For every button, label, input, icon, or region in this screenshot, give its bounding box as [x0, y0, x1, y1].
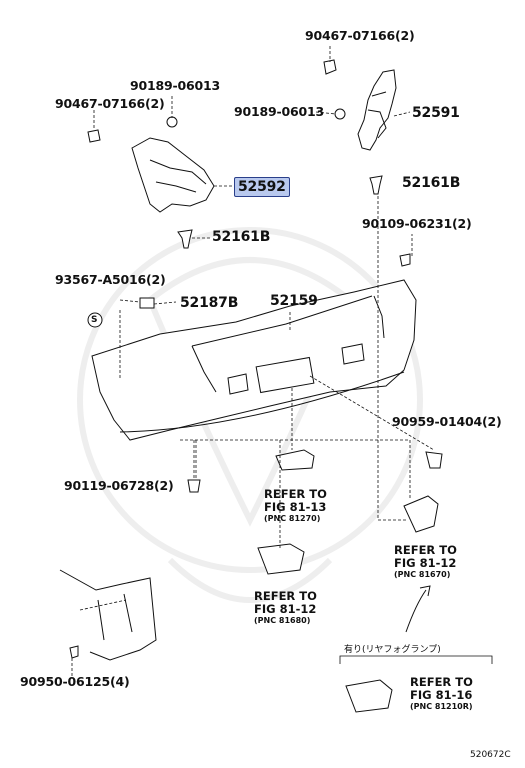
screw-90189-right[interactable] [334, 108, 346, 120]
label-52592[interactable]: 52592 [234, 177, 290, 197]
label-clip-90950[interactable]: 90950-06125(4) [20, 674, 130, 689]
leader-lines [71, 46, 435, 676]
clip-90467-top[interactable] [323, 59, 337, 75]
screw-90109[interactable] [399, 253, 411, 267]
refer-pnc: (PNC 81670) [394, 570, 451, 579]
fog-lamp-note: 有り(リヤフォグランプ) [344, 645, 441, 655]
refer-line2: FIG 81-13 [264, 500, 327, 514]
label-52187b[interactable]: 52187B [180, 295, 239, 311]
rear-bumper-cover[interactable] [91, 279, 417, 441]
fastener-52161b-right[interactable] [369, 175, 383, 195]
refer-line1: REFER TO [394, 543, 457, 557]
refer-line1: REFER TO [254, 589, 317, 603]
screw-90119[interactable] [187, 479, 201, 493]
refer-pnc: (PNC 81680) [254, 616, 311, 625]
label-52161b-right[interactable]: 52161B [402, 175, 461, 191]
refer-pnc: (PNC 81210R) [410, 702, 473, 711]
refer-line1: REFER TO [410, 675, 473, 689]
fastener-52161b-left[interactable] [177, 229, 193, 249]
s-mark-circle [87, 312, 103, 328]
refer-fig-81-12-left[interactable]: REFER TO FIG 81-12 (PNC 81680) [254, 590, 317, 626]
label-screw-90119[interactable]: 90119-06728(2) [64, 478, 174, 493]
reflector-left[interactable] [257, 543, 305, 575]
label-52159[interactable]: 52159 [270, 293, 318, 309]
label-screw-right[interactable]: 90189-06013 [234, 104, 324, 119]
refer-fig-81-12-right[interactable]: REFER TO FIG 81-12 (PNC 81670) [394, 544, 457, 580]
mudguard-right[interactable] [357, 69, 397, 151]
diagram-code: 520672C [470, 750, 511, 760]
label-clip-90959[interactable]: 90959-01404(2) [392, 414, 502, 429]
label-clip-left[interactable]: 90467-07166(2) [55, 96, 165, 111]
clip-90467-left[interactable] [87, 129, 101, 143]
arrow-to-reflector [405, 585, 431, 633]
label-nut-93567[interactable]: 93567-A5016(2) [55, 272, 166, 287]
mudguard-left[interactable] [131, 137, 215, 213]
refer-line2: FIG 81-12 [394, 556, 457, 570]
label-52591[interactable]: 52591 [412, 105, 460, 121]
refer-pnc: (PNC 81270) [264, 514, 321, 523]
label-screw-left[interactable]: 90189-06013 [130, 78, 220, 93]
clip-90950[interactable] [69, 645, 79, 659]
label-screw-90109[interactable]: 90109-06231(2) [362, 216, 472, 231]
reflector-right[interactable] [403, 495, 439, 533]
clip-90959[interactable] [425, 451, 443, 469]
refer-line2: FIG 81-12 [254, 602, 317, 616]
refer-fig-81-13[interactable]: REFER TO FIG 81-13 (PNC 81270) [264, 488, 327, 524]
license-lamp[interactable] [275, 449, 315, 471]
refer-fig-81-16[interactable]: REFER TO FIG 81-16 (PNC 81210R) [410, 676, 473, 712]
label-clip-top[interactable]: 90467-07166(2) [305, 28, 415, 43]
refer-line2: FIG 81-16 [410, 688, 473, 702]
fog-lamp-bracket [339, 655, 493, 664]
label-52161b-left[interactable]: 52161B [212, 229, 271, 245]
screw-90189-left[interactable] [166, 116, 178, 128]
nut-52187b[interactable] [139, 297, 155, 309]
refer-line1: REFER TO [264, 487, 327, 501]
s-mark: S [91, 315, 98, 325]
rear-fog-lamp[interactable] [345, 679, 393, 713]
